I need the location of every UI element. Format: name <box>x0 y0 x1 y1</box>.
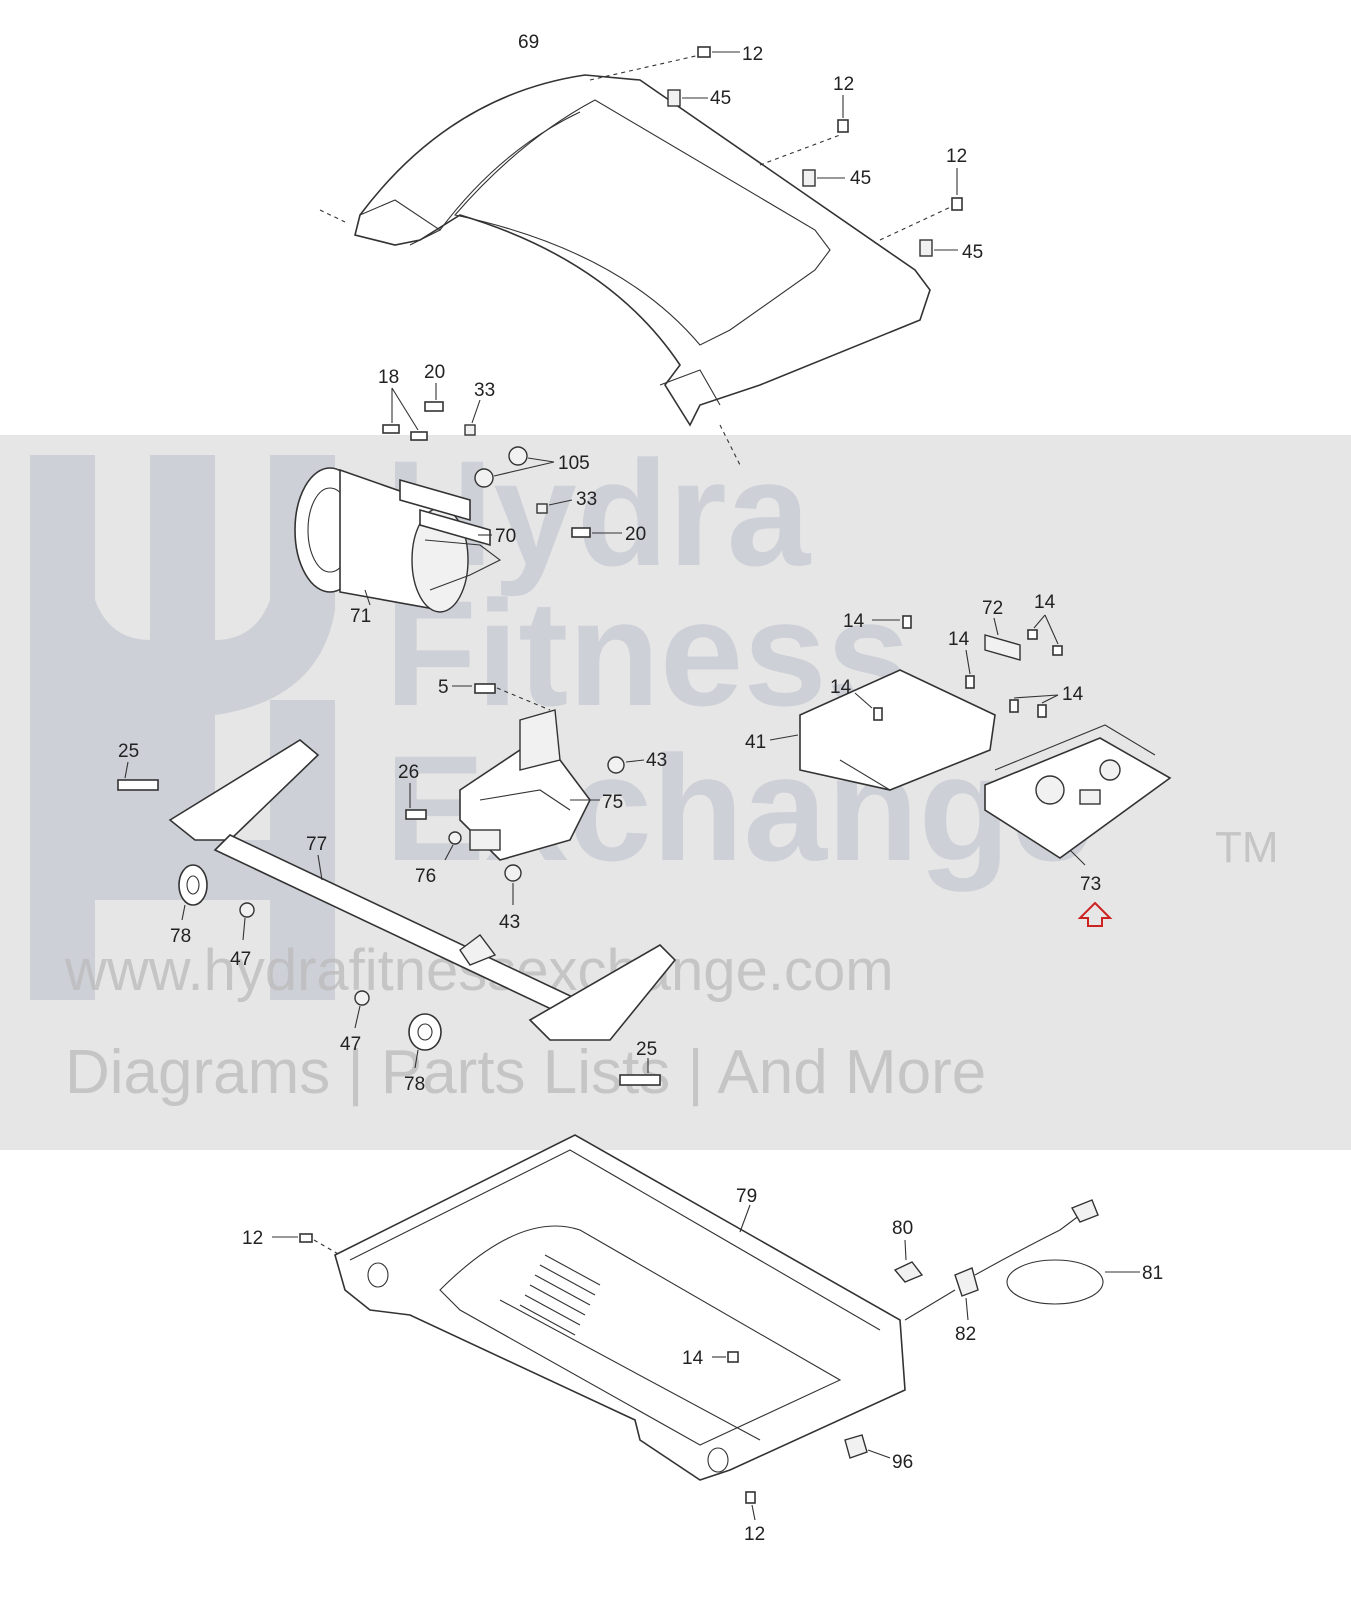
part-73-controller-board <box>984 724 1172 866</box>
callout-43a: 43 <box>646 750 667 771</box>
callout-14c: 14 <box>948 629 970 650</box>
fastener-25b <box>619 1058 661 1086</box>
callout-33a: 33 <box>474 380 495 401</box>
callout-105: 105 <box>558 453 590 474</box>
callout-12c: 12 <box>946 146 967 167</box>
part-69-motor-hood <box>319 54 956 466</box>
callout-80: 80 <box>892 1218 913 1239</box>
callout-76: 76 <box>415 866 436 887</box>
callout-14f: 14 <box>682 1348 704 1369</box>
fastener-14-group <box>854 614 1063 721</box>
callout-47a: 47 <box>230 949 251 970</box>
fastener-43a <box>607 756 645 774</box>
callout-45c: 45 <box>962 242 983 263</box>
part-72-bracket-strip <box>984 617 1021 661</box>
callout-12b: 12 <box>833 74 854 95</box>
callout-45a: 45 <box>710 88 731 109</box>
part-41-controller-bracket <box>769 669 996 791</box>
callout-20b: 20 <box>625 524 646 545</box>
part-82-power-receptacle <box>904 1267 979 1321</box>
fastener-33b <box>536 499 573 514</box>
fastener-47a <box>239 902 255 941</box>
part-80-circuit-breaker <box>893 1239 924 1283</box>
callout-41: 41 <box>745 732 766 753</box>
callout-75: 75 <box>602 792 623 813</box>
callout-45b: 45 <box>850 168 871 189</box>
callout-33b: 33 <box>576 489 597 510</box>
callout-12d: 12 <box>242 1228 263 1249</box>
callout-73: 73 <box>1080 874 1101 895</box>
vent-slots <box>519 1254 601 1336</box>
clip-45c <box>919 239 958 257</box>
callout-43b: 43 <box>499 912 520 933</box>
callout-14a: 14 <box>843 611 865 632</box>
watermark-tagline: Diagrams | Parts Lists | And More <box>65 1038 986 1107</box>
fastener-76 <box>444 831 462 861</box>
fastener-5 <box>452 683 551 711</box>
fastener-12c <box>951 168 963 211</box>
callout-labels: 69 12 45 12 45 12 45 18 20 33 105 33 20 … <box>118 32 1163 1545</box>
part-79-base-tray <box>334 1134 906 1481</box>
clip-45a <box>667 89 708 107</box>
fastener-25a <box>117 761 159 791</box>
callout-14e: 14 <box>1062 684 1084 705</box>
fastener-12d <box>272 1233 341 1256</box>
callout-82: 82 <box>955 1324 976 1345</box>
fastener-18 <box>382 387 428 441</box>
callout-69: 69 <box>518 32 539 53</box>
callout-70: 70 <box>495 526 516 547</box>
callout-78b: 78 <box>404 1074 425 1095</box>
fastener-12b <box>837 95 849 133</box>
fastener-12a <box>697 46 740 58</box>
callout-47b: 47 <box>340 1034 361 1055</box>
clip-45b <box>802 169 845 187</box>
part-81-power-cord <box>974 1199 1140 1305</box>
callout-25b: 25 <box>636 1039 657 1060</box>
watermark-trademark: TM <box>1215 823 1279 872</box>
callout-12e: 12 <box>744 1524 765 1545</box>
part-96-switch <box>844 1434 891 1459</box>
callout-20a: 20 <box>424 362 445 383</box>
callout-18: 18 <box>378 367 399 388</box>
callout-14b: 14 <box>1034 592 1056 613</box>
highlight-arrow <box>1077 901 1113 927</box>
callout-25a: 25 <box>118 741 139 762</box>
callout-79: 79 <box>736 1186 757 1207</box>
callout-26: 26 <box>398 762 419 783</box>
callout-77: 77 <box>306 834 327 855</box>
callout-14d: 14 <box>830 677 852 698</box>
callout-72: 72 <box>982 598 1003 619</box>
part-75-incline-motor <box>459 709 600 861</box>
fastener-43b <box>504 864 522 905</box>
fastener-105 <box>474 446 555 488</box>
callout-81: 81 <box>1142 1263 1163 1284</box>
fastener-14f <box>712 1351 739 1363</box>
part-70-motor-bracket <box>399 478 492 547</box>
callout-96: 96 <box>892 1452 913 1473</box>
callout-78a: 78 <box>170 926 191 947</box>
part-77-pivot-frame <box>168 739 677 1041</box>
callout-5: 5 <box>438 677 449 698</box>
fastener-47b <box>354 990 370 1029</box>
wheel-78b <box>408 1013 442 1069</box>
fastener-20a <box>424 383 444 412</box>
callout-71: 71 <box>350 606 371 627</box>
fastener-12e <box>745 1491 756 1521</box>
callout-12a: 12 <box>742 44 763 65</box>
fastener-33a <box>464 399 481 436</box>
fastener-26 <box>405 783 427 820</box>
fastener-20b <box>571 527 622 538</box>
wheel-78a <box>178 864 208 921</box>
